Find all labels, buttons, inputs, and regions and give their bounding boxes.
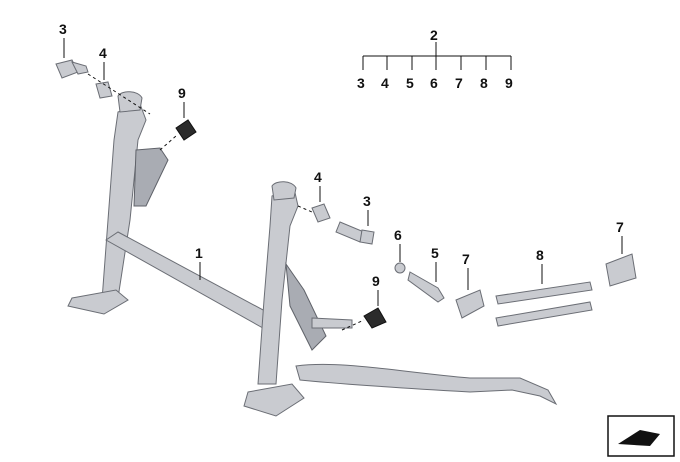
callout-pin: 5 (431, 245, 439, 261)
callout-plate-left: 7 (462, 251, 470, 267)
callout-stand: 1 (195, 245, 203, 261)
callout-washer: 6 (394, 227, 402, 243)
group-member-3: 3 (357, 75, 365, 91)
callout-springs: 8 (536, 247, 544, 263)
callout-bolt-right: 3 (363, 193, 371, 209)
group-member-7: 7 (455, 75, 463, 91)
group-member-9: 9 (505, 75, 513, 91)
washer (394, 262, 406, 274)
callout-spacer-left: 4 (99, 45, 107, 61)
spring-plate-right (605, 253, 637, 287)
pin (407, 271, 445, 303)
bumper-right (363, 307, 387, 329)
bolt-right (335, 221, 375, 245)
group-member-8: 8 (480, 75, 488, 91)
bumper-left (175, 119, 197, 141)
spacer-left (95, 81, 113, 99)
group-number: 2 (430, 27, 438, 43)
bolt-left (55, 59, 89, 79)
spacer-right (311, 203, 331, 223)
callout-bolt-left: 3 (59, 21, 67, 37)
center-stand (67, 91, 558, 417)
group-member-6: 6 (430, 75, 438, 91)
group-member-4: 4 (381, 75, 389, 91)
group-bracket (362, 42, 512, 70)
callout-bumper-right: 9 (372, 273, 380, 289)
callout-spacer-right: 4 (314, 169, 322, 185)
spring-plate-left (455, 289, 485, 319)
callout-plate-right: 7 (616, 219, 624, 235)
springs (495, 281, 593, 327)
orientation-icon (607, 415, 675, 457)
callout-bumper-left: 9 (178, 85, 186, 101)
group-member-5: 5 (406, 75, 414, 91)
